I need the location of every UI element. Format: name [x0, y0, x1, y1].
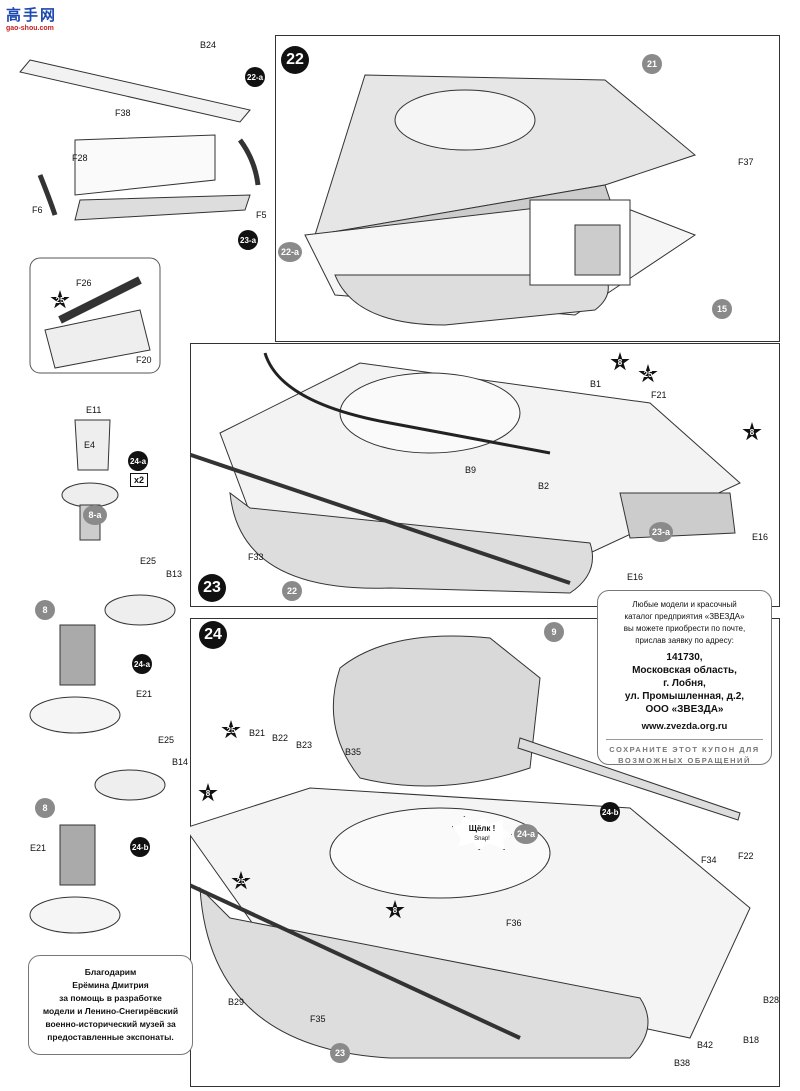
save-note-line: СОХРАНИТЕ ЭТОТ КУПОН ДЛЯ	[609, 745, 760, 754]
part-label: F26	[76, 278, 92, 288]
part-label: F28	[72, 153, 88, 163]
sub-step-badge: 22	[282, 581, 302, 601]
coupon-line: Любые модели и красочный	[632, 600, 737, 609]
sub-step-badge: 9	[544, 622, 564, 642]
coupon-intro: Любые модели и красочный каталог предпри…	[598, 599, 771, 647]
part-label: B42	[697, 1040, 714, 1050]
snap-text-en: Snap!	[474, 836, 490, 842]
order-coupon: Любые модели и красочный каталог предпри…	[597, 590, 772, 765]
part-label: B28	[763, 995, 780, 1005]
logo-url: gao-shou.com	[6, 25, 54, 32]
address-line: ул. Промышленная, д.2,	[624, 691, 745, 702]
part-label: B29	[228, 997, 245, 1007]
address-line: Московская область,	[632, 665, 737, 676]
part-label: E11	[86, 405, 102, 415]
part-label: B35	[345, 747, 362, 757]
thanks-line: Ерёмина Дмитрия	[72, 980, 149, 990]
coupon-line: прислав заявку по адресу:	[635, 636, 734, 645]
part-label: B18	[743, 1035, 760, 1045]
thanks-line: Благодарим	[84, 967, 137, 977]
part-label: F35	[310, 1014, 326, 1024]
part-label: B14	[172, 757, 189, 767]
address-line: ООО «ЗВЕЗДА»	[645, 704, 724, 715]
step-23-hull-drawing	[190, 352, 741, 594]
save-note-line: ВОЗМОЖНЫХ ОБРАЩЕНИЙ	[618, 756, 751, 765]
sub-step-badge: 24-a	[128, 451, 149, 471]
part-ref-circle: 8	[35, 798, 55, 818]
part-label: B1	[590, 379, 602, 389]
part-label: B13	[166, 569, 183, 579]
part-label: F36	[506, 918, 522, 928]
acknowledgement-box: Благодарим Ерёмина Дмитрия за помощь в р…	[28, 955, 193, 1055]
thanks-line: предоставленные экспонаты.	[47, 1032, 174, 1042]
sub-step-badge: 21	[642, 54, 662, 74]
part-label: B23	[296, 740, 313, 750]
sub-step-badge: 24-b	[130, 837, 151, 857]
sub-step-badge: 24-a	[514, 824, 538, 844]
part-label: E21	[136, 689, 153, 699]
part-label: B38	[674, 1058, 691, 1068]
part-label: B2	[538, 481, 550, 491]
coupon-line: вы можете приобрести по почте,	[623, 624, 746, 633]
coupon-line: каталог предприятия «ЗВЕЗДА»	[624, 612, 745, 621]
logo-text: 高手网	[6, 7, 58, 24]
step-number: 23	[198, 574, 226, 602]
part-label: F22	[738, 851, 754, 861]
part-label: E25	[140, 556, 157, 566]
sub-step-badge: 24-b	[600, 802, 621, 822]
part-label: F37	[738, 157, 754, 167]
part-label: E21	[30, 843, 47, 853]
part-label: E16	[752, 532, 769, 542]
part-label: F21	[651, 390, 667, 400]
part-label: E4	[84, 440, 96, 450]
part-label: B22	[272, 733, 289, 743]
site-logo: 高手网 gao-shou.com	[6, 4, 76, 32]
part-label: B9	[465, 465, 477, 475]
sub-step-badge: 23-a	[238, 230, 259, 250]
snap-text: Щёлк !	[468, 824, 496, 833]
thanks-line: военно-исторический музей за	[45, 1019, 176, 1029]
sub-step-badge: 24-a	[132, 654, 153, 674]
sub-step-badge: 23-a	[649, 522, 673, 542]
part-label: F38	[115, 108, 131, 118]
part-label: F5	[256, 210, 267, 220]
part-label: E16	[627, 572, 644, 582]
part-label: B24	[200, 40, 217, 50]
coupon-save-note: СОХРАНИТЕ ЭТОТ КУПОН ДЛЯ ВОЗМОЖНЫХ ОБРАЩ…	[606, 739, 763, 766]
sub-step-badge: 22-a	[278, 242, 302, 262]
sub-step-badge: 15	[712, 299, 732, 319]
left-column-drawings	[19, 59, 261, 934]
part-label: F20	[136, 355, 152, 365]
part-label: E25	[158, 735, 175, 745]
address-line: 141730,	[666, 652, 703, 663]
coupon-url: www.zvezda.org.ru	[641, 721, 728, 732]
coupon-address: 141730, Московская область, г. Лобня, ул…	[598, 651, 771, 716]
step-number: 24	[199, 621, 227, 649]
sub-step-badge: 23	[330, 1043, 350, 1063]
sub-step-badge: 8-a	[83, 505, 107, 525]
part-label: F33	[248, 552, 264, 562]
part-label: F34	[701, 855, 717, 865]
quantity-multiplier: x2	[130, 473, 149, 487]
thanks-line: за помощь в разработке	[59, 993, 162, 1003]
thanks-line: модели и Ленино-Снегирёвский	[42, 1006, 179, 1016]
step-22-hull-drawing	[304, 74, 697, 326]
part-label: B21	[249, 728, 266, 738]
address-line: г. Лобня,	[663, 678, 706, 689]
part-label: F6	[32, 205, 43, 215]
step-number: 22	[281, 46, 309, 74]
part-ref-circle: 8	[35, 600, 55, 620]
sub-step-badge: 22-a	[245, 67, 266, 87]
